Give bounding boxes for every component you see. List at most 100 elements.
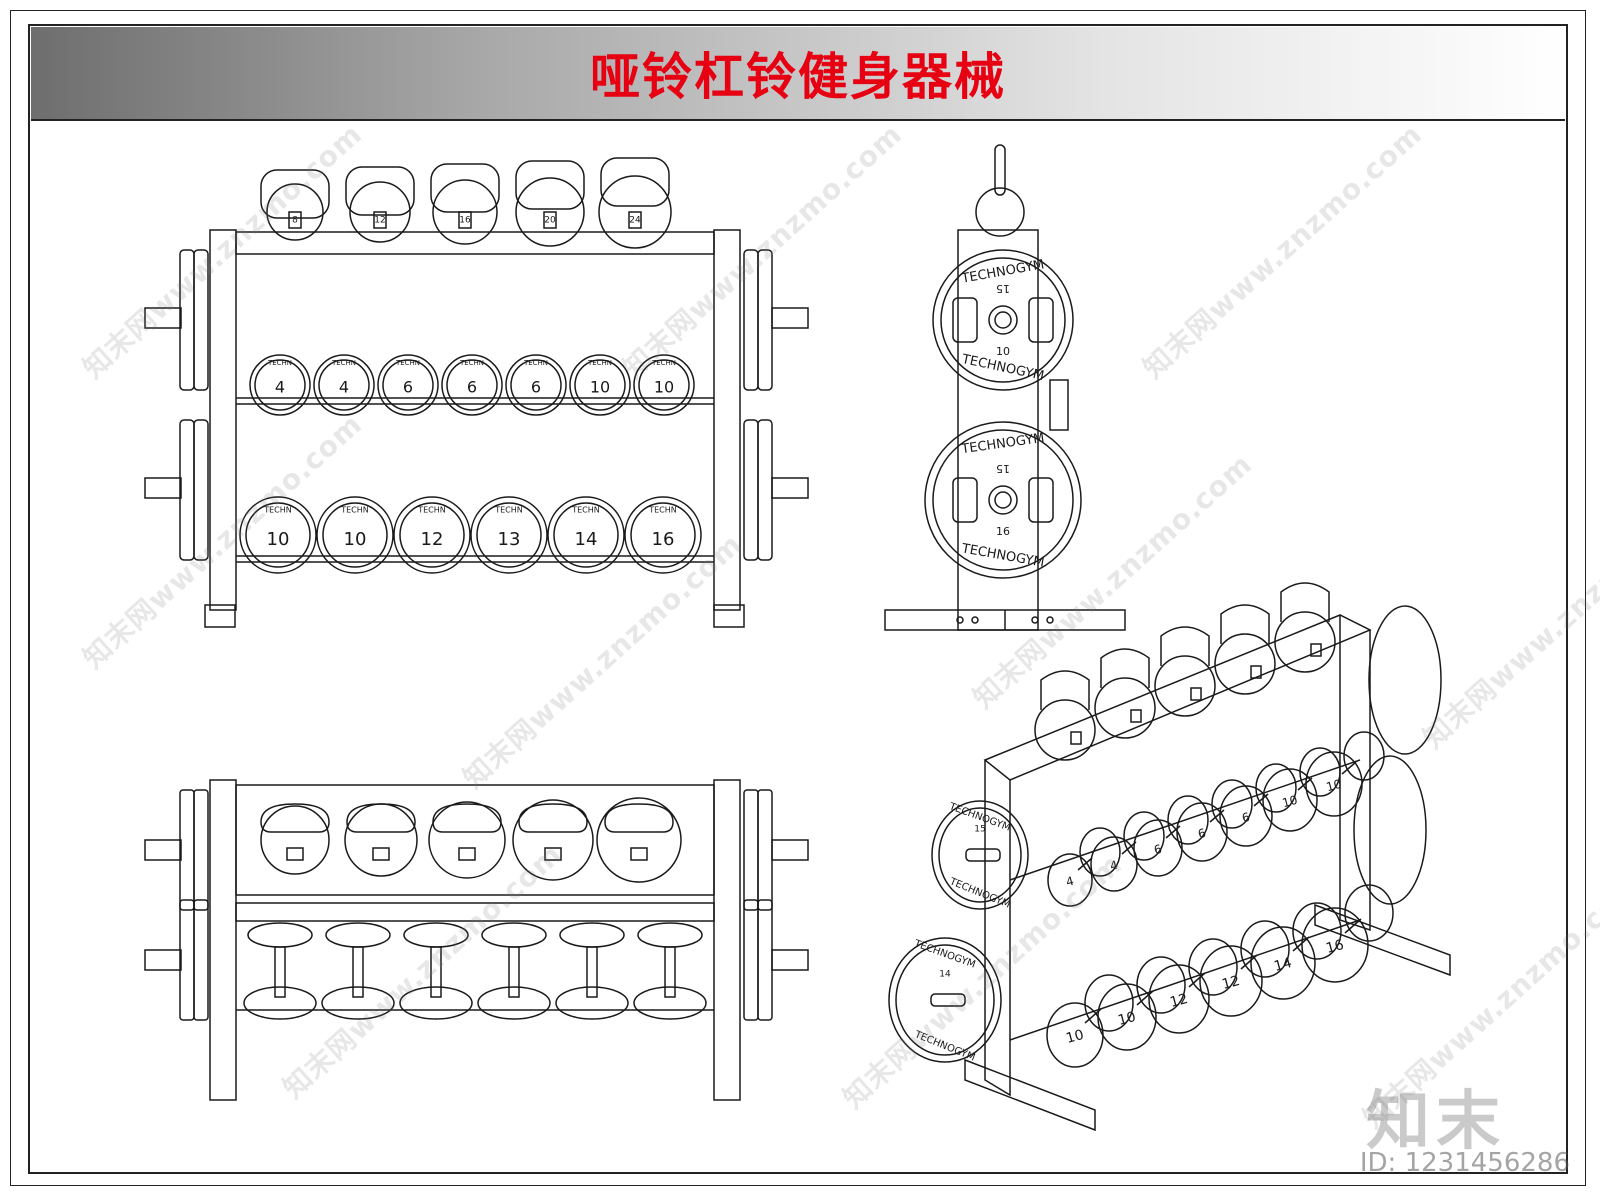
iso-dumbbell-head [1090, 836, 1138, 892]
dumbbell-head [547, 496, 625, 574]
dumbbell-weight-label: 16 [652, 529, 675, 550]
iso-dumbbell-handle [1136, 990, 1154, 1006]
side-weight-plate [932, 249, 1074, 391]
kettlebell-body [349, 181, 411, 243]
iso-kettlebell-body [1094, 677, 1156, 739]
kettlebell-handle [430, 163, 500, 213]
top-plate-left-2 [193, 899, 209, 1021]
dumbbell-head-inner [638, 359, 690, 411]
dumbbell-head [505, 354, 567, 416]
plate-peg-left [144, 477, 182, 499]
iso-foot-front [964, 1058, 1096, 1132]
iso-dumbbell-head [1301, 907, 1369, 983]
iso-dumbbell-back-head [1079, 827, 1121, 877]
dumbbell-brand: TECHN [571, 506, 600, 515]
iso-weight-plate [931, 800, 1029, 910]
iso-dumbbell-label: 6 [1240, 810, 1251, 826]
isometric-view: TECHNOGYMTECHNOGYM15TECHNOGYMTECHNOGYM14… [888, 582, 1451, 1132]
top-dumbbell-handle [508, 946, 520, 998]
iso-dumbbell-back-head [1211, 779, 1253, 829]
kettlebell-tag [543, 211, 557, 229]
iso-dumbbell-label: 12 [1220, 973, 1241, 993]
iso-dumbbell-label: 4 [1108, 858, 1119, 874]
iso-dumbbell-head [1133, 819, 1183, 877]
iso-foot-back [1314, 903, 1451, 977]
top-dumbbell-head [321, 986, 395, 1020]
iso-dumbbell-head [1097, 983, 1157, 1051]
dumbbell-brand: TECHN [651, 359, 676, 367]
iso-dumbbell-back-head [1240, 920, 1290, 978]
dumbbell-weight-label: 14 [575, 529, 598, 550]
dumbbell-brand: TECHN [267, 359, 292, 367]
iso-kettlebell-handle [1160, 626, 1210, 666]
side-weight-plate-rim [940, 257, 1066, 383]
plate-right [743, 419, 759, 561]
iso-plate-label: 15 [974, 825, 985, 835]
side-bolt [1031, 616, 1039, 624]
watermark-logo: 知末 [1366, 1085, 1506, 1159]
iso-kettlebell-tag [1250, 665, 1262, 679]
top-dumbbell-head [243, 986, 317, 1020]
kettlebell-shelf [235, 231, 715, 255]
dumbbell-head [624, 496, 702, 574]
kettlebell-tag [628, 211, 642, 229]
side-bracket [1049, 379, 1069, 431]
kettlebell-label: 20 [544, 216, 556, 226]
top-dumbbell-head [481, 922, 547, 948]
top-kettlebell [344, 803, 418, 877]
kettlebell-body [598, 175, 672, 249]
iso-back-plate [1353, 755, 1427, 905]
dumbbell-head-inner [476, 502, 542, 568]
kettlebell-label: 12 [374, 216, 385, 226]
side-plate-brand: TECHNOGYM [960, 431, 1046, 458]
side-plate-hub [988, 485, 1018, 515]
dumbbell-head [470, 496, 548, 574]
iso-kettlebell-tag [1310, 643, 1322, 657]
dumbbell-head-inner [245, 502, 311, 568]
plate-left [179, 249, 195, 391]
top-kettlebell-tag [458, 847, 476, 861]
plate-peg-right [771, 477, 809, 499]
iso-dumbbell-head [1262, 768, 1318, 832]
iso-dumbbell-back-head [1292, 902, 1342, 960]
iso-dumbbell-head [1199, 945, 1263, 1017]
top-kettlebell-handle [260, 803, 330, 833]
iso-dumbbell-label: 12 [1168, 991, 1189, 1011]
iso-dumbbell-handle [1188, 972, 1206, 988]
iso-kettlebell-body [1214, 633, 1276, 695]
kettlebell-tag [458, 211, 472, 229]
side-plate-label: 16 [996, 525, 1010, 538]
top-plate-right-2 [757, 899, 773, 1021]
top-kettlebell-handle [604, 803, 674, 833]
dumbbell-weight-label: 10 [267, 529, 290, 550]
top-plate-right [743, 789, 759, 911]
dumbbell-brand: TECHN [340, 506, 369, 515]
iso-front-post [984, 760, 1011, 1097]
dumbbell-weight-label: 10 [654, 378, 674, 397]
dumbbell-brand: TECHN [417, 506, 446, 515]
iso-plate-peg [930, 993, 966, 1007]
iso-dumbbell-back-head [1136, 956, 1186, 1014]
dumbbell-head-inner [630, 502, 696, 568]
side-plate-brand: TECHNOGYM [960, 541, 1046, 570]
iso-weight-plate [888, 937, 1002, 1063]
top-plate-right [743, 899, 759, 1021]
iso-back-plate [1368, 605, 1442, 755]
kettlebell-tag [373, 211, 387, 229]
top-dumbbell-head [247, 922, 313, 948]
iso-kettlebell-handle [1040, 670, 1090, 710]
dumbbell-head [441, 354, 503, 416]
top-kettlebell [596, 797, 682, 883]
top-peg-left [144, 839, 182, 861]
dumbbell-head-inner [254, 359, 306, 411]
drawing-sheet [10, 10, 1586, 1186]
iso-dumbbell-back-head [1343, 731, 1385, 781]
iso-dumbbell-back-head [1084, 974, 1134, 1032]
side-weight-plate [924, 421, 1082, 579]
top-post-left [209, 779, 237, 1101]
rack-post-left [209, 229, 237, 611]
dumbbell-weight-label: 6 [467, 378, 477, 397]
iso-dumbbell-label: 14 [1272, 955, 1293, 975]
iso-kettlebell-body [1154, 655, 1216, 717]
